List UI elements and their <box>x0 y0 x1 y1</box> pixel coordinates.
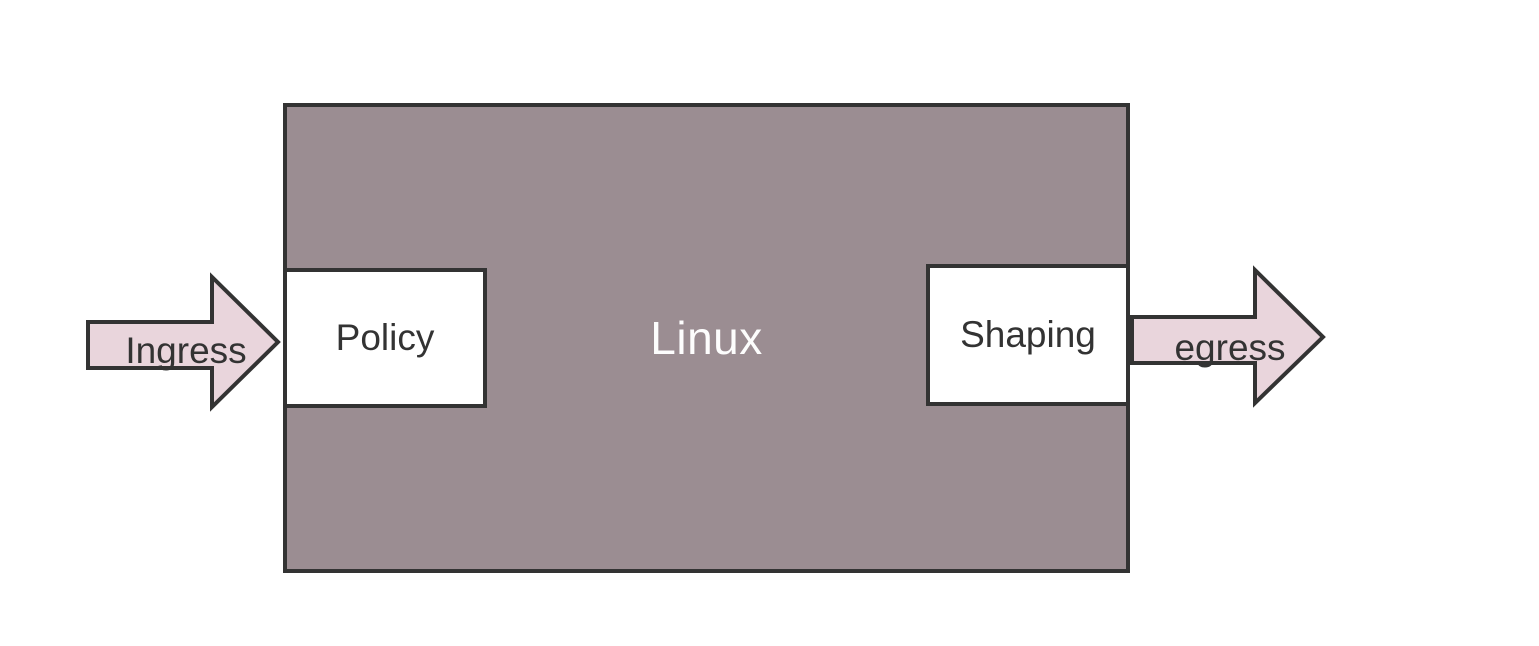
ingress-arrow-shape <box>86 272 281 412</box>
egress-arrow: egress <box>1130 265 1326 408</box>
egress-arrow-label: egress <box>1174 327 1285 368</box>
policy-box: Policy <box>283 268 487 408</box>
shaping-box: Shaping <box>926 264 1130 406</box>
ingress-arrow-label: Ingress <box>125 330 246 371</box>
policy-label: Policy <box>335 317 435 358</box>
egress-arrow-shape <box>1130 265 1326 408</box>
linux-label: Linux <box>650 312 763 364</box>
shaping-label: Shaping <box>960 314 1096 355</box>
ingress-arrow: Ingress <box>86 272 281 412</box>
